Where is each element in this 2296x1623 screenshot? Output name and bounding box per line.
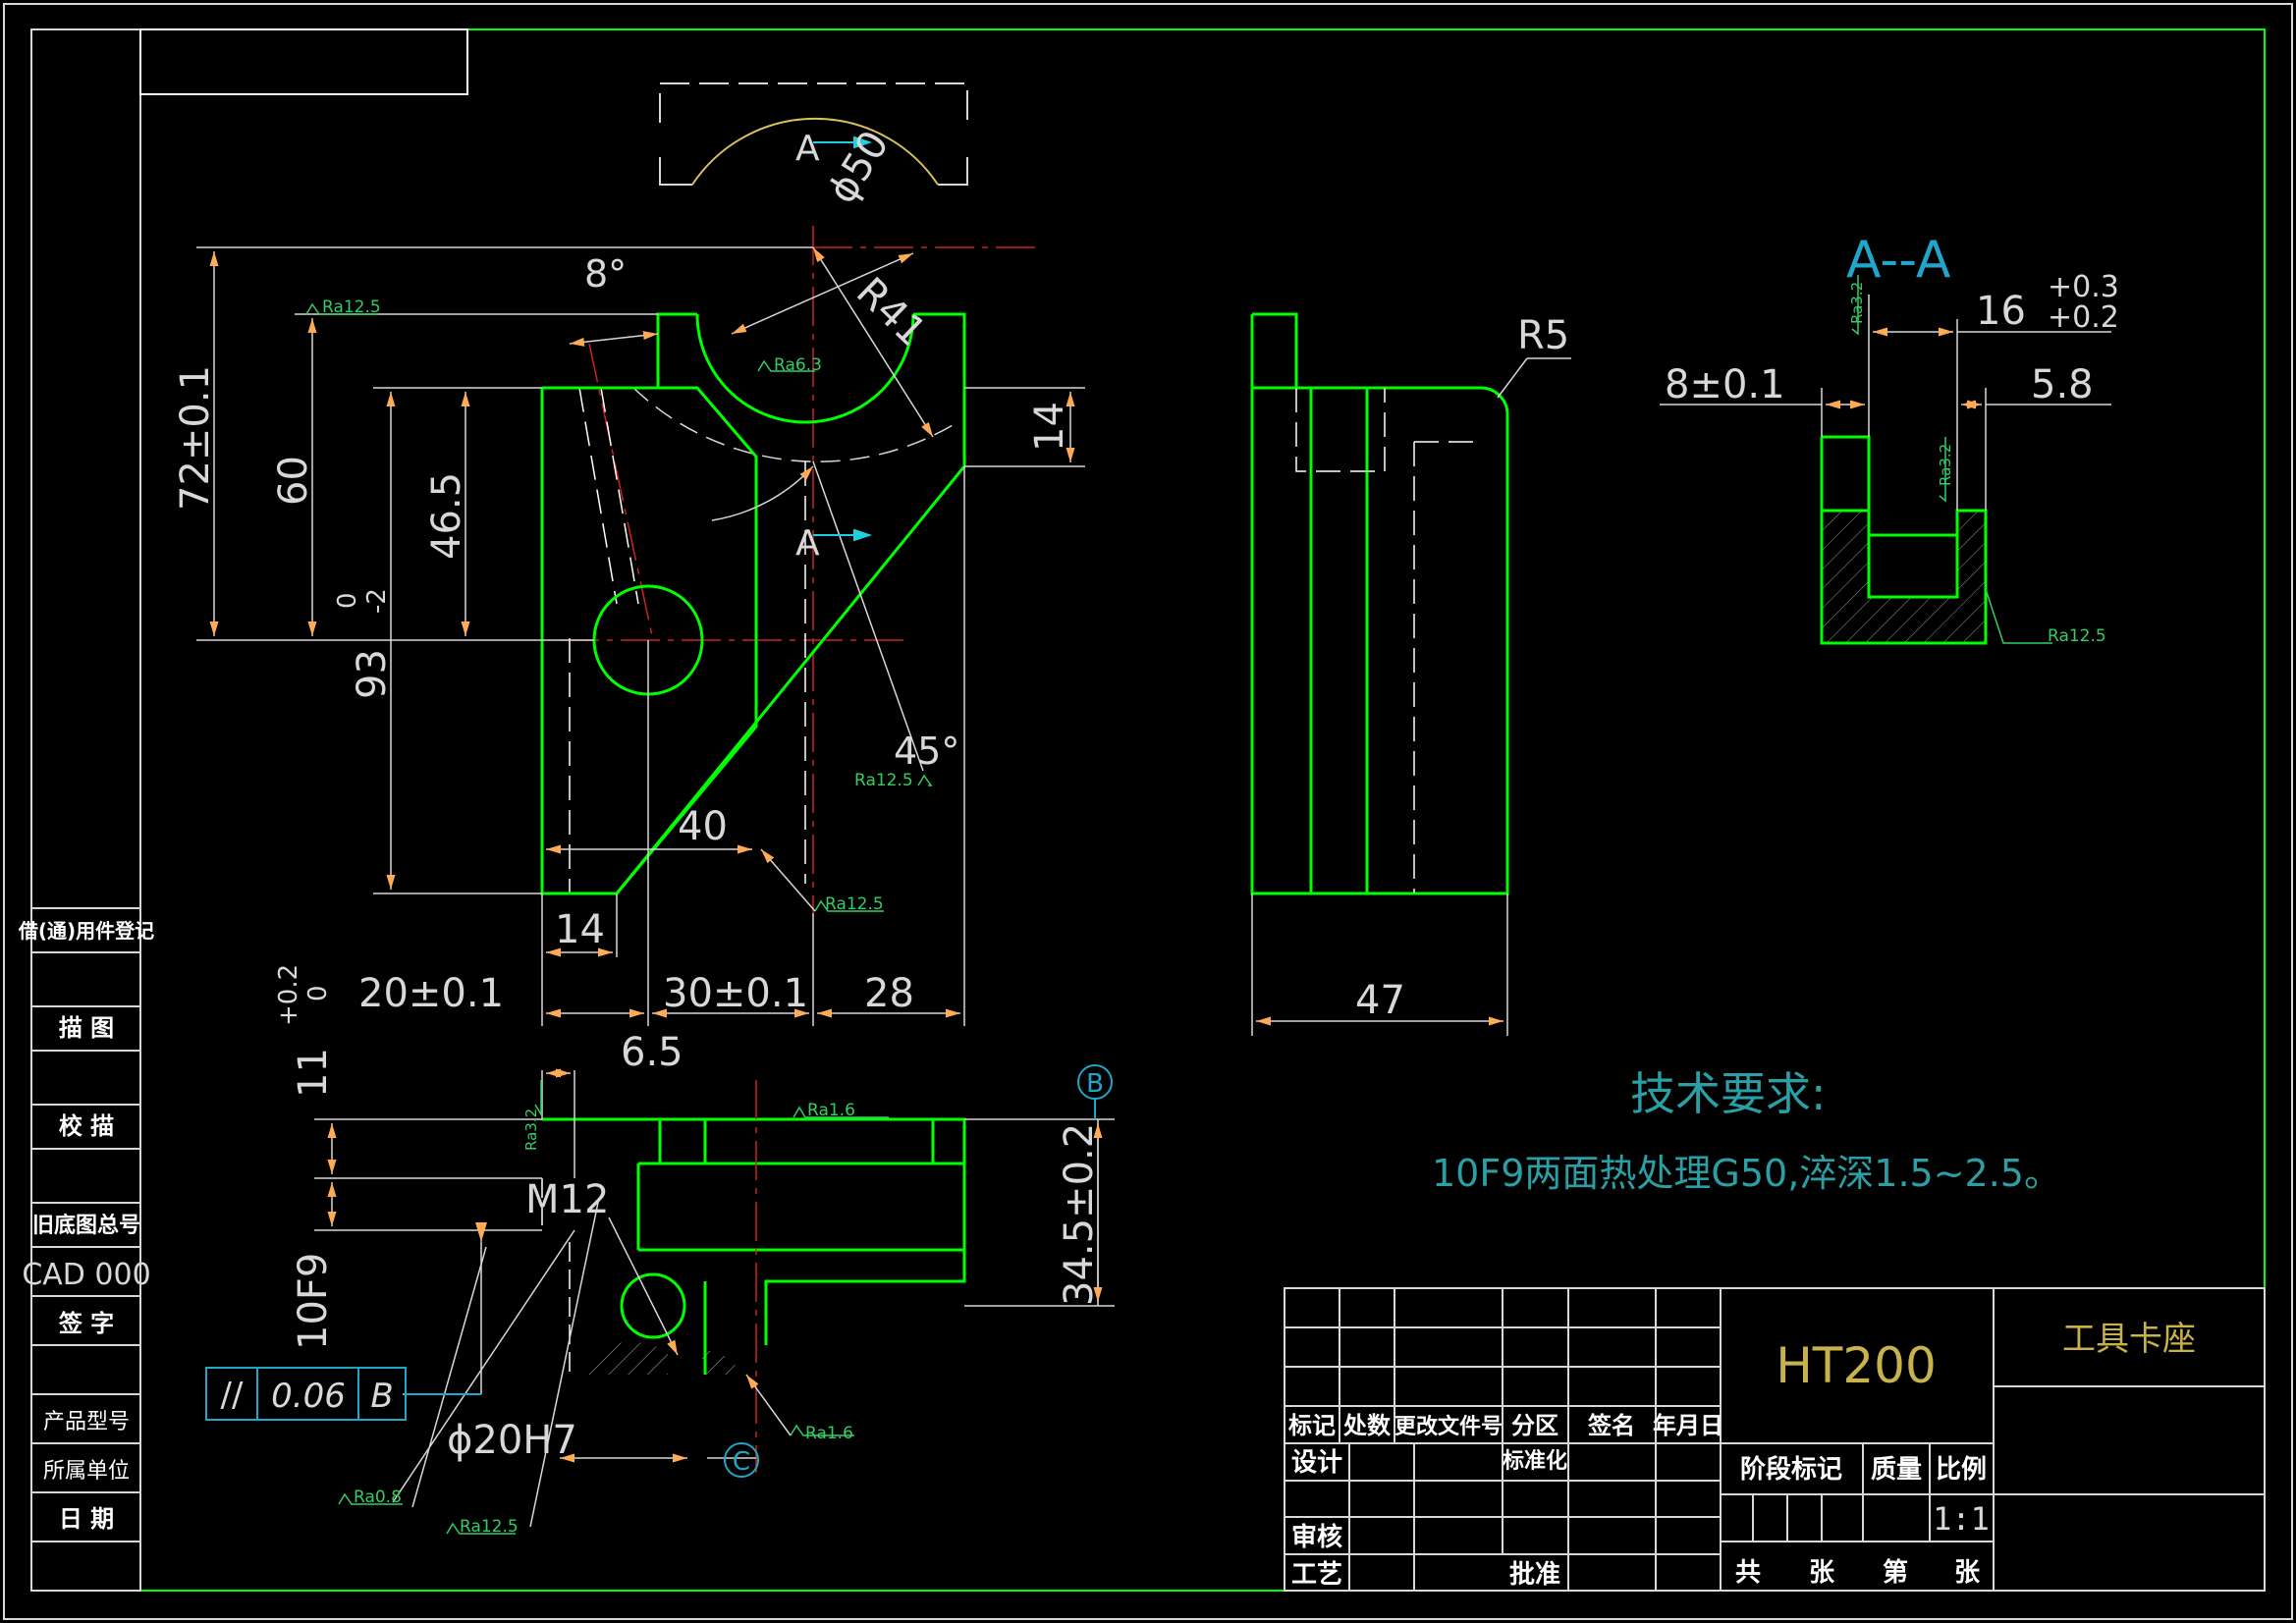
gtol-frame (205, 1367, 481, 1421)
ra-front-3: Ra12.5 (854, 771, 913, 790)
section-title: A--A (1846, 231, 1951, 290)
tb-ratio: 比例 (1936, 1455, 1987, 1485)
dim-20h7: ϕ20H7 (447, 1418, 577, 1463)
dim-93-tol-upper: 0 (333, 592, 362, 609)
tb-design: 设计 (1291, 1448, 1342, 1478)
gtol-value: 0.06 (271, 1377, 346, 1416)
dim-28: 28 (864, 971, 914, 1016)
left-strip (30, 28, 141, 1592)
side-view: R5 47 (1250, 312, 1571, 1036)
tb-header-5: 签名 (1587, 1412, 1635, 1439)
tb-header-1: 标记 (1288, 1412, 1336, 1439)
dim-11-tol-lower: 0 (303, 985, 333, 1001)
dim-16-tol-lower: +0.2 (2048, 300, 2119, 335)
tb-approve: 批准 (1509, 1560, 1560, 1590)
top-left-box (139, 28, 468, 95)
part-name: 工具卡座 (2062, 1320, 2196, 1359)
dim-8: 8±0.1 (1665, 362, 1785, 407)
arc-detail (659, 82, 968, 186)
dim-34-5: 34.5±0.2 (1057, 1123, 1102, 1306)
dim-46-5: 46.5 (424, 472, 469, 560)
dim-60: 60 (271, 456, 316, 506)
dim-14-right: 14 (1027, 402, 1072, 452)
dim-14-bottom: 14 (555, 907, 605, 952)
tb-header-4: 分区 (1511, 1412, 1558, 1439)
front-view: A A ϕ50 8° R41 72±0.1 60 46.5 93 0 -2 14… (173, 82, 1085, 1026)
dim-r41: R41 (847, 269, 935, 355)
datum-b: B (1086, 1069, 1104, 1099)
tb-standardize: 标准化 (1503, 1448, 1567, 1474)
tb-process: 工艺 (1291, 1560, 1342, 1590)
ra-bottom-4: Ra0.8 (354, 1488, 402, 1507)
dim-angle45: 45° (894, 730, 959, 773)
ra-front-1: Ra12.5 (322, 298, 381, 317)
dim-47: 47 (1355, 978, 1405, 1023)
bottom-view: 6.5 11 +0.2 0 M12 10F9 34.5±0.2 ϕ20H7 B … (205, 964, 1115, 1537)
tb-sheet-1: 共 (1735, 1558, 1761, 1588)
material: HT200 (1776, 1337, 1937, 1394)
strip-label-7: 产品型号 (43, 1410, 130, 1434)
ra-bottom-1: Ra3.2 (522, 1109, 540, 1151)
dim-m12: M12 (525, 1177, 609, 1222)
ra-bottom-5: Ra12.5 (460, 1517, 519, 1537)
outer-border (3, 3, 2293, 1620)
strip-label-8: 所属单位 (43, 1459, 130, 1484)
title-block (1284, 1287, 2266, 1592)
dim-11-tol-upper: +0.2 (274, 964, 303, 1026)
strip-label-9: 日 期 (59, 1505, 114, 1533)
dim-30: 30±0.1 (663, 971, 808, 1016)
datum-c-circle (724, 1442, 759, 1478)
strip-label-6: 签 字 (58, 1310, 114, 1337)
ra-bottom-3: Ra1.6 (805, 1424, 853, 1443)
ra-section-3: Ra12.5 (2048, 626, 2106, 646)
section-label-top: A (795, 129, 820, 169)
tb-review: 审核 (1291, 1522, 1342, 1552)
dim-angle8: 8° (584, 252, 627, 296)
strip-label-5: CAD 000 (22, 1258, 150, 1292)
ra-section-2: Ra3.2 (1937, 444, 1954, 486)
section-view: A--A 16 +0.3 +0.2 8±0.1 5.8 (1660, 231, 2119, 646)
tech-req-line1: 10F9两面热处理G50,淬深1.5~2.5。 (1432, 1152, 2061, 1195)
datum-c: C (733, 1447, 750, 1477)
left-strip-grid (31, 907, 140, 1542)
dim-93-tol-lower: -2 (362, 588, 392, 614)
dim-5-8: 5.8 (2031, 362, 2094, 407)
tb-header-3: 更改文件号 (1394, 1414, 1503, 1439)
ra-front-2: Ra6.3 (774, 355, 822, 375)
gtol-datum: B (370, 1377, 393, 1416)
dim-40: 40 (678, 804, 728, 849)
strip-label-1: 借(通)用件登记 (18, 919, 154, 943)
dim-93: 93 (350, 649, 395, 699)
tb-sheet-4: 张 (1954, 1558, 1981, 1588)
tb-mass: 质量 (1871, 1455, 1922, 1485)
tb-scale: 1:1 (1933, 1500, 1990, 1538)
dim-20: 20±0.1 (358, 971, 504, 1016)
strip-label-3: 校 描 (59, 1112, 114, 1140)
tech-req-heading: 技术要求: (1630, 1067, 1827, 1120)
dim-r5: R5 (1517, 313, 1569, 358)
strip-label-4: 旧底图总号 (32, 1213, 140, 1238)
ra-bottom-2: Ra1.6 (807, 1101, 855, 1120)
dim-16: 16 (1976, 289, 2026, 334)
tb-header-6: 年月日 (1653, 1412, 1723, 1439)
tb-sheet-3: 第 (1883, 1557, 1908, 1588)
dim-6-5: 6.5 (621, 1030, 683, 1075)
dim-72: 72±0.1 (173, 365, 218, 511)
tb-stage-mark: 阶段标记 (1740, 1454, 1842, 1485)
dim-16-tol-upper: +0.3 (2048, 270, 2119, 304)
strip-label-2: 描 图 (59, 1014, 114, 1042)
dim-11: 11 (291, 1048, 336, 1098)
ra-front-4: Ra12.5 (825, 894, 884, 914)
section-label-bottom: A (795, 523, 820, 564)
dim-10f9: 10F9 (291, 1253, 336, 1350)
ra-section-1: Ra3.2 (1848, 282, 1866, 324)
tb-header-2: 处数 (1342, 1412, 1392, 1439)
gtol-symbol: // (221, 1376, 244, 1415)
tb-sheet-2: 张 (1809, 1558, 1835, 1588)
